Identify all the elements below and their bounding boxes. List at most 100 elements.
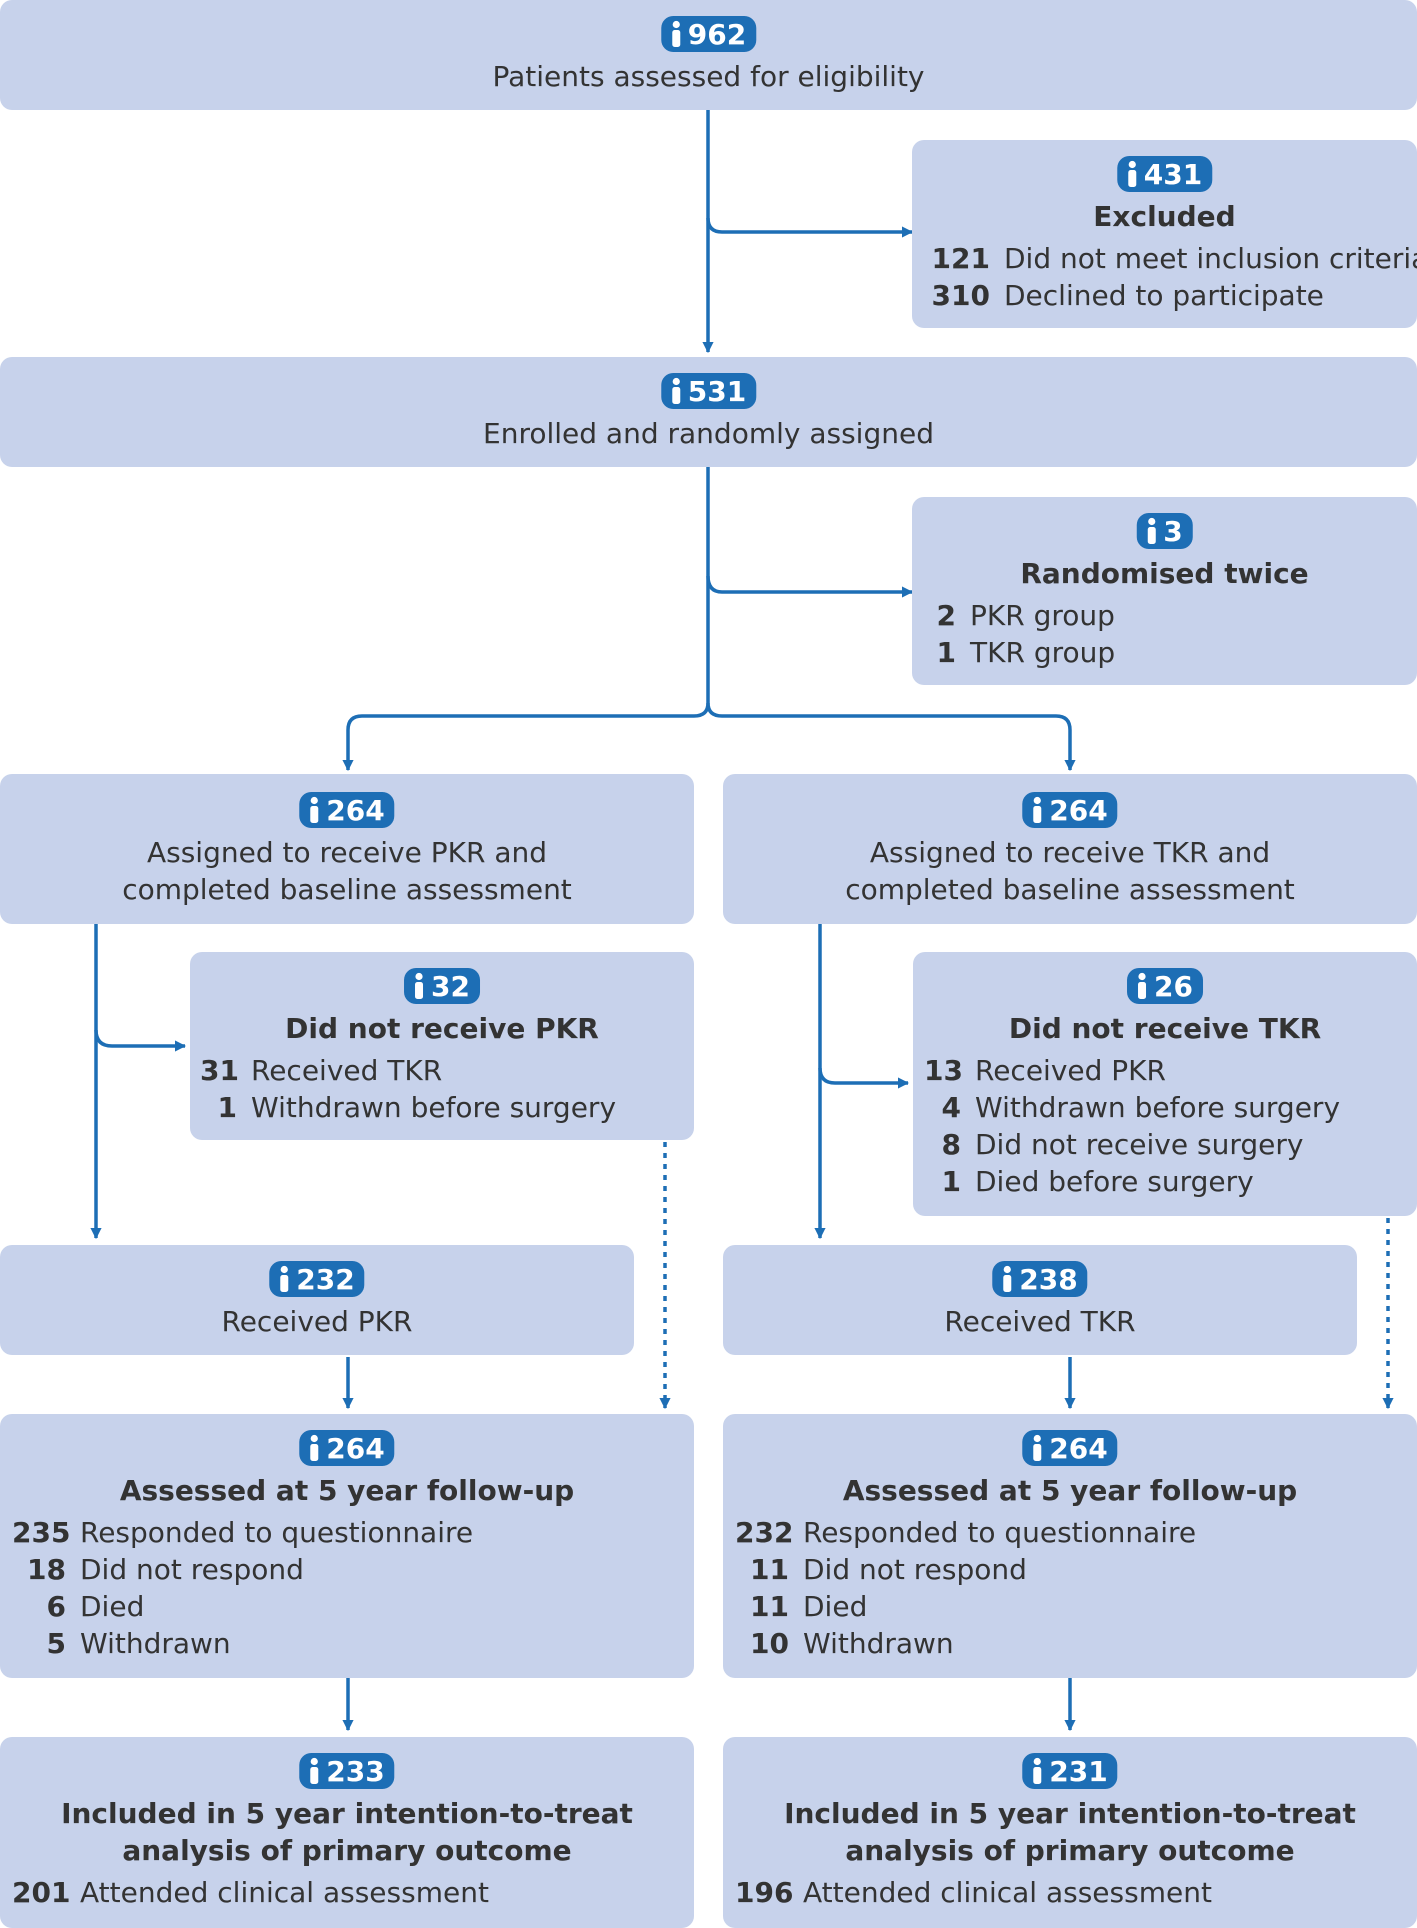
count-value: 962 (687, 17, 747, 51)
list-item: 10 Withdrawn (735, 1625, 954, 1662)
count-value: 264 (326, 793, 385, 827)
count-value: 431 (1143, 157, 1203, 191)
item-count: 31 (200, 1054, 239, 1087)
box-title: Patients assessed for eligibility (492, 60, 925, 93)
item-count: 4 (941, 1091, 961, 1124)
box-title-line-2: analysis of primary outcome (845, 1834, 1295, 1867)
person-icon (1033, 1434, 1042, 1461)
item-count: 11 (750, 1590, 789, 1623)
count-badge: 26 (1127, 968, 1203, 1004)
box-title-line-2: completed baseline assessment (122, 873, 572, 906)
count-badge: 231 (1022, 1753, 1118, 1789)
item-count: 13 (924, 1054, 963, 1087)
person-icon (310, 1757, 319, 1784)
item-label: Attended clinical assessment (80, 1876, 489, 1909)
box-assessed-for-eligibility: 962 Patients assessed for eligibility (0, 0, 1417, 110)
item-count: 6 (46, 1590, 66, 1623)
item-count: 11 (750, 1553, 789, 1586)
count-badge: 32 (404, 968, 480, 1004)
count-value: 232 (296, 1262, 355, 1296)
item-count: 232 (735, 1516, 794, 1549)
box-title: Assessed at 5 year follow-up (119, 1474, 575, 1507)
person-icon (415, 972, 424, 999)
count-badge: 431 (1116, 156, 1213, 192)
item-label: Died (80, 1590, 145, 1623)
item-label: Withdrawn (803, 1627, 954, 1660)
count-value: 231 (1049, 1754, 1108, 1788)
item-label: Died (803, 1590, 868, 1623)
box-tkr-received: 238 Received TKR (723, 1245, 1357, 1355)
count-value: 233 (326, 1754, 385, 1788)
box-title: Excluded (1093, 200, 1236, 233)
person-icon (310, 796, 319, 823)
item-count: 235 (12, 1516, 71, 1549)
list-item: 232 Responded to questionnaire (735, 1514, 1196, 1551)
list-item: 11 Died (735, 1588, 867, 1625)
count-badge: 531 (660, 373, 757, 409)
box-enrolled: 531 Enrolled and randomly assigned (0, 357, 1417, 467)
box-pkr-itt: 233 Included in 5 year intention-to-trea… (0, 1737, 694, 1928)
count-badge: 962 (660, 16, 757, 52)
count-badge: 264 (299, 1430, 395, 1466)
item-label: Did not respond (803, 1553, 1027, 1586)
box-title: Received TKR (944, 1305, 1136, 1338)
person-icon (671, 377, 680, 404)
item-label: Declined to participate (1004, 279, 1324, 312)
box-title: Randomised twice (1020, 557, 1309, 590)
item-count: 2 (936, 599, 956, 632)
item-count: 8 (941, 1128, 961, 1161)
item-label: Did not respond (80, 1553, 304, 1586)
item-label: Responded to questionnaire (803, 1516, 1197, 1549)
count-badge: 264 (1022, 1430, 1118, 1466)
person-icon (1033, 1757, 1042, 1784)
item-label: Received TKR (251, 1054, 443, 1087)
box-title-line-2: completed baseline assessment (845, 873, 1295, 906)
item-count: 10 (750, 1627, 789, 1660)
item-label: Withdrawn (80, 1627, 231, 1660)
person-icon (1138, 972, 1147, 999)
count-badge: 233 (299, 1753, 395, 1789)
box-tkr-itt: 231 Included in 5 year intention-to-trea… (723, 1737, 1417, 1928)
count-value: 238 (1019, 1262, 1078, 1296)
box-tkr-assigned: 264 Assigned to receive TKR and complete… (723, 774, 1417, 924)
box-title: Enrolled and randomly assigned (483, 417, 934, 450)
count-value: 264 (1049, 1431, 1108, 1465)
count-value: 26 (1154, 969, 1193, 1003)
count-value: 32 (431, 969, 470, 1003)
box-title: Assessed at 5 year follow-up (842, 1474, 1298, 1507)
count-badge: 238 (992, 1261, 1088, 1297)
box-title-line-2: analysis of primary outcome (122, 1834, 572, 1867)
item-count: 18 (27, 1553, 66, 1586)
box-title: Did not receive PKR (285, 1012, 599, 1045)
box-pkr-received: 232 Received PKR (0, 1245, 634, 1355)
item-count: 201 (12, 1876, 71, 1909)
count-value: 264 (1049, 793, 1108, 827)
item-count: 1 (217, 1091, 237, 1124)
list-item: 8 Did not receive surgery (924, 1126, 1304, 1163)
item-count: 5 (46, 1627, 66, 1660)
arrow-to-tkr-not-received (818, 1067, 910, 1089)
list-item: 201 Attended clinical assessment (12, 1874, 489, 1911)
box-title-line-1: Assigned to receive TKR and (869, 836, 1271, 869)
item-label: Did not meet inclusion criteria (1004, 242, 1417, 275)
box-title: Received PKR (221, 1305, 413, 1338)
item-count: 310 (931, 279, 990, 312)
item-count: 196 (735, 1876, 794, 1909)
person-icon (1033, 796, 1042, 823)
box-tkr-followup: 264 Assessed at 5 year follow-up 232 Resp… (723, 1414, 1417, 1678)
list-item: 5 Withdrawn (12, 1625, 231, 1662)
list-item: 18 Did not respond (12, 1551, 304, 1588)
item-label: Did not receive surgery (975, 1128, 1304, 1161)
